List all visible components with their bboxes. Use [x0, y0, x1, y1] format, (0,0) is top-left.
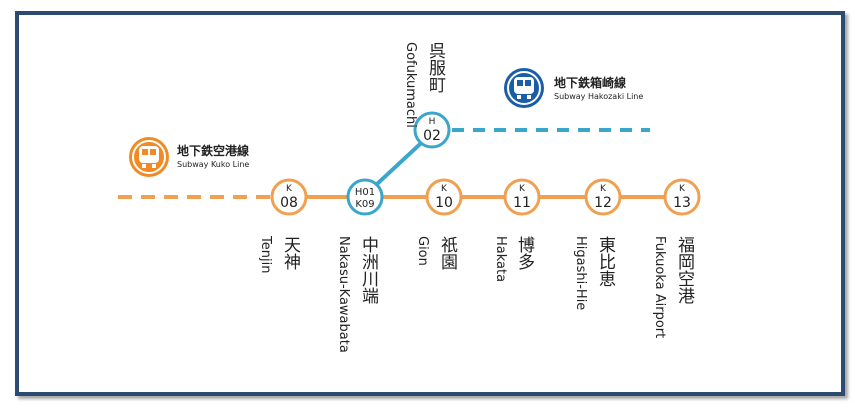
svg-text:10: 10 — [435, 195, 453, 211]
svg-text:H: H — [429, 117, 436, 127]
svg-text:K: K — [441, 184, 448, 194]
station-name-ja-fukuoka-airport: 福岡空港 — [674, 236, 695, 304]
legend-kuko: 地下鉄空港線 Subway Kuko Line — [129, 137, 249, 177]
legend-kuko-en: Subway Kuko Line — [177, 160, 249, 169]
station-name-ja-tenjin: 天神 — [280, 236, 301, 270]
legend-hakozaki-ja: 地下鉄箱崎線 — [554, 75, 626, 90]
station-name-en-tenjin: Tenjin — [258, 235, 273, 273]
station-name-en-nakasu-kawabata: Nakasu-Kawabata — [336, 236, 351, 353]
svg-text:K09: K09 — [355, 199, 374, 210]
station-name-en-higashi-hie: Higashi-Hie — [573, 236, 588, 310]
station-marker-hakata: K 11 — [503, 178, 541, 216]
svg-text:K: K — [286, 184, 293, 194]
station-name-en-fukuoka-airport: Fukuoka Airport — [652, 236, 667, 338]
station-marker-nakasu-kawabata: H01 K09 — [346, 178, 384, 216]
station-marker-fukuoka-airport: K 13 — [663, 178, 701, 216]
station-name-en-gofukumachi: Gofukumachi — [403, 42, 418, 128]
legend-hakozaki: 地下鉄箱崎線 Subway Hakozaki Line — [504, 68, 643, 108]
station-name-ja-hakata: 博多 — [514, 236, 535, 270]
legend-hakozaki-en: Subway Hakozaki Line — [554, 92, 643, 101]
station-name-ja-gion: 祇園 — [437, 236, 458, 270]
station-marker-gion: K 10 — [425, 178, 463, 216]
svg-text:K: K — [679, 184, 686, 194]
svg-text:K: K — [600, 184, 607, 194]
legend-kuko-ja: 地下鉄空港線 — [177, 143, 249, 158]
station-name-en-gion: Gion — [415, 236, 430, 266]
station-marker-gofukumachi: H 02 — [413, 111, 451, 149]
svg-text:K: K — [519, 184, 526, 194]
svg-text:13: 13 — [673, 195, 691, 211]
station-name-ja-gofukumachi: 呉服町 — [425, 42, 446, 93]
station-marker-higashi-hie: K 12 — [584, 178, 622, 216]
svg-text:02: 02 — [423, 128, 441, 144]
station-name-ja-nakasu-kawabata: 中洲川端 — [358, 236, 379, 304]
svg-text:H01: H01 — [355, 187, 375, 198]
station-marker-tenjin: K 08 — [270, 178, 308, 216]
svg-text:08: 08 — [280, 195, 298, 211]
station-name-en-hakata: Hakata — [493, 236, 508, 282]
station-name-ja-higashi-hie: 東比恵 — [595, 236, 616, 287]
svg-text:11: 11 — [513, 195, 531, 211]
svg-text:12: 12 — [594, 195, 612, 211]
